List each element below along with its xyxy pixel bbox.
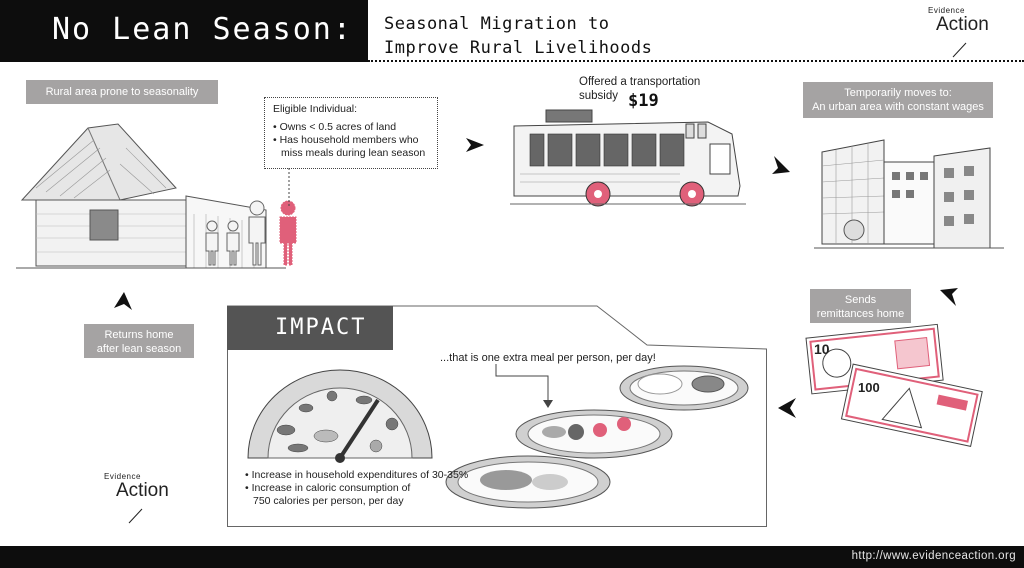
impact-panel — [227, 305, 767, 527]
arrow-icon — [940, 288, 958, 306]
subsidy-line-1: Offered a transportation — [579, 76, 701, 88]
urban-label-line-2: An urban area with constant wages — [812, 101, 984, 113]
subsidy-line-2: subsidy — [579, 90, 618, 102]
subtitle-line-2: Improve Rural Livelihoods — [384, 38, 653, 58]
sends-label-line-1: Sends — [844, 294, 877, 306]
arrow-icon — [466, 138, 484, 152]
banknote-value-2: 100 — [858, 380, 880, 395]
arrow-icon — [114, 292, 132, 310]
connector-dotted-line — [288, 168, 290, 208]
food-plate-icon — [619, 365, 749, 411]
extra-meal-note: ...that is one extra meal per person, pe… — [440, 352, 656, 364]
logo-slash-icon — [952, 42, 967, 58]
subtitle-line-1: Seasonal Migration to — [384, 14, 610, 34]
return-label-line-2: after lean season — [96, 343, 182, 355]
logo-big-text: Action — [936, 14, 989, 35]
meal-pointer-arrow — [495, 364, 553, 408]
impact-title: IMPACT — [227, 306, 393, 350]
logo-slash-icon — [128, 508, 143, 524]
subsidy-amount: $19 — [628, 91, 659, 111]
arrow-icon — [772, 156, 790, 174]
banknote-value-1: 10 — [814, 341, 830, 357]
impact-bullet: • Increase in household expenditures of … — [245, 469, 469, 481]
eligible-title: Eligible Individual: — [273, 103, 358, 115]
logo-small-text: Evidence — [104, 472, 141, 481]
rural-area-label: Rural area prone to seasonality — [26, 80, 218, 104]
header-divider — [368, 60, 1024, 62]
logo-small-text: Evidence — [928, 6, 965, 15]
impact-bullet-continuation: 750 calories per person, per day — [253, 495, 404, 507]
page-subtitle: Seasonal Migration to Improve Rural Live… — [384, 12, 652, 60]
urban-area-label: Temporarily moves to: An urban area with… — [803, 82, 993, 118]
urban-label-line-1: Temporarily moves to: — [844, 87, 952, 99]
evidence-action-logo-top: Evidence Action — [928, 6, 1008, 60]
title-block: No Lean Season: — [0, 0, 368, 62]
eligible-criterion: • Has household members who miss meals d… — [273, 134, 426, 159]
eligible-criterion: • Owns < 0.5 acres of land — [273, 121, 397, 133]
arrow-icon — [778, 398, 796, 418]
impact-bullet: • Increase in caloric consumption of — [245, 482, 411, 494]
sends-label-line-2: remittances home — [816, 308, 905, 320]
footer-url-link[interactable]: http://www.evidenceaction.org — [851, 550, 1016, 562]
page-title: No Lean Season: — [52, 12, 353, 47]
person-icon — [205, 200, 266, 266]
logo-big-text: Action — [116, 480, 169, 501]
return-label-line-1: Returns home — [104, 329, 174, 341]
banknote-stack: 10 100 — [805, 323, 983, 447]
evidence-action-logo-bottom: Evidence Action — [104, 472, 184, 526]
impact-bullets: • Increase in household expenditures of … — [245, 469, 468, 508]
family-figures — [205, 200, 297, 266]
subsidy-text: Offered a transportation subsidy — [579, 75, 700, 103]
returns-home-label: Returns home after lean season — [84, 324, 194, 358]
sends-remittances-label: Sends remittances home — [810, 289, 911, 323]
building-icon — [814, 139, 1004, 249]
food-plates — [445, 365, 749, 509]
eligible-person-icon — [279, 200, 297, 266]
gauge-icon — [247, 369, 433, 463]
food-plate-icon — [445, 455, 611, 509]
food-plate-icon — [515, 409, 673, 459]
banknote-icon — [840, 363, 983, 447]
footer-bar: http://www.evidenceaction.org — [0, 546, 1024, 568]
bus-icon — [510, 109, 746, 207]
eligible-individual-box: Eligible Individual: • Owns < 0.5 acres … — [264, 97, 438, 169]
